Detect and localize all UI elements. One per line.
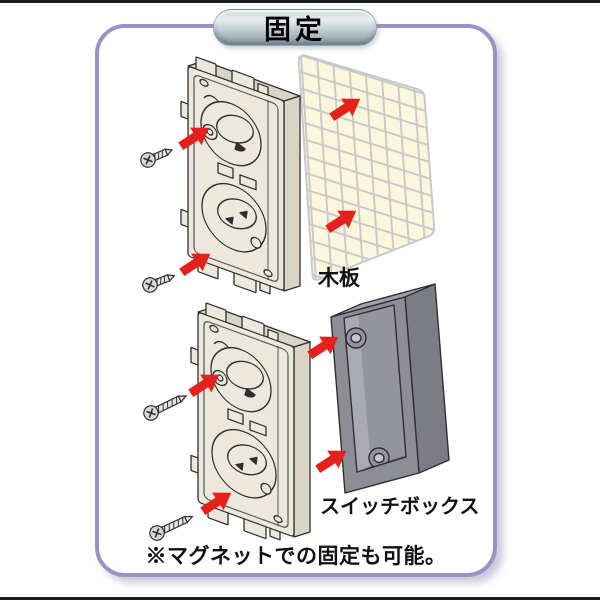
- top-divider: [0, 0, 600, 3]
- title-badge: 固定: [213, 9, 377, 46]
- bottom-divider: [0, 597, 600, 600]
- page-title: 固定: [264, 15, 326, 45]
- wood-board-label: 木板: [318, 267, 360, 290]
- magnet-note-text: ※マグネットでの固定も可能。: [145, 545, 447, 568]
- switch-box-label: スイッチボックス: [320, 496, 480, 518]
